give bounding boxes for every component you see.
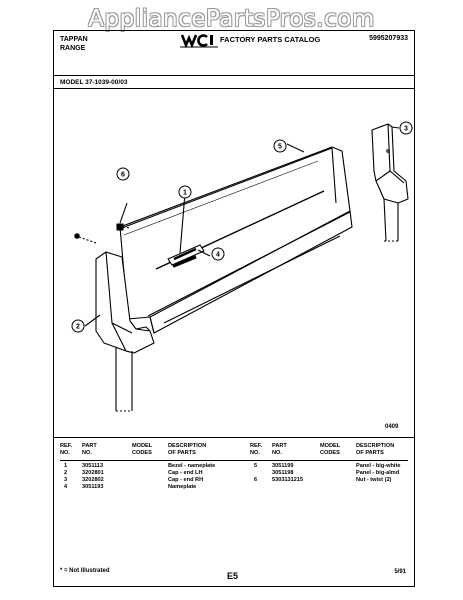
drawing-code: 0409 — [385, 424, 399, 430]
svg-text:5: 5 — [278, 144, 282, 151]
catalog-number: 5995207933 — [369, 35, 408, 42]
model-label: MODEL 37-1039-00/03 — [60, 79, 128, 86]
right-end-cap-part — [371, 123, 409, 242]
svg-text:1: 1 — [183, 190, 187, 197]
table-row: 1 3051113 Bezel - nameplate — [64, 463, 216, 469]
watermark: AppliancePartsPros.com — [88, 6, 375, 32]
left-end-cap-part — [95, 251, 155, 412]
table-row: 5 3051199 Panel - big-white — [254, 463, 401, 469]
parts-catalog-page: TAPPAN RANGE FACTORY PARTS CATALOG 59952… — [53, 30, 415, 587]
header-ref-right: REF.NO. — [250, 443, 263, 456]
table-row: 3051198 Panel - big-almd — [272, 470, 400, 476]
model-divider — [54, 88, 414, 89]
header-divider — [54, 75, 414, 76]
callout-5: 5 — [273, 139, 287, 153]
nameplate-part — [167, 244, 205, 266]
twist-nut-part — [74, 223, 131, 244]
table-top-rule — [54, 437, 414, 438]
callout-markers: 6 1 5 3 4 2 — [71, 121, 413, 333]
callout-4: 4 — [211, 247, 225, 261]
svg-text:6: 6 — [121, 172, 125, 179]
table-row: 4 3051193 Nameplate — [64, 484, 197, 490]
table-row: 3 3202802 Cap - end RH — [64, 477, 204, 483]
brand-name: TAPPAN — [60, 36, 88, 43]
callout-2: 2 — [71, 319, 85, 333]
page-id: E5 — [227, 571, 239, 581]
callout-1: 1 — [178, 185, 192, 199]
callout-3: 3 — [399, 121, 413, 135]
backguard-panel-part — [119, 146, 353, 334]
table-row: 2 3202801 Cap - end LH — [64, 470, 203, 476]
svg-text:2: 2 — [76, 324, 80, 331]
exploded-parts-diagram: 6 1 5 3 4 2 — [71, 121, 413, 412]
appliance-type: RANGE — [60, 45, 86, 52]
wci-logo-icon — [180, 34, 218, 48]
not-illustrated-note: * = Not Illustrated — [60, 568, 110, 574]
revision-date: 5/91 — [394, 569, 406, 575]
svg-text:3: 3 — [404, 126, 408, 133]
brand-block: TAPPAN RANGE — [60, 35, 88, 53]
svg-text:4: 4 — [216, 252, 220, 259]
catalog-title: FACTORY PARTS CATALOG — [220, 35, 321, 44]
callout-6: 6 — [116, 167, 130, 181]
table-header-rule — [60, 460, 408, 461]
table-row: 6 5303131215 Nut - twist (2) — [254, 477, 392, 483]
header-ref-left: REF.NO. — [60, 443, 73, 456]
